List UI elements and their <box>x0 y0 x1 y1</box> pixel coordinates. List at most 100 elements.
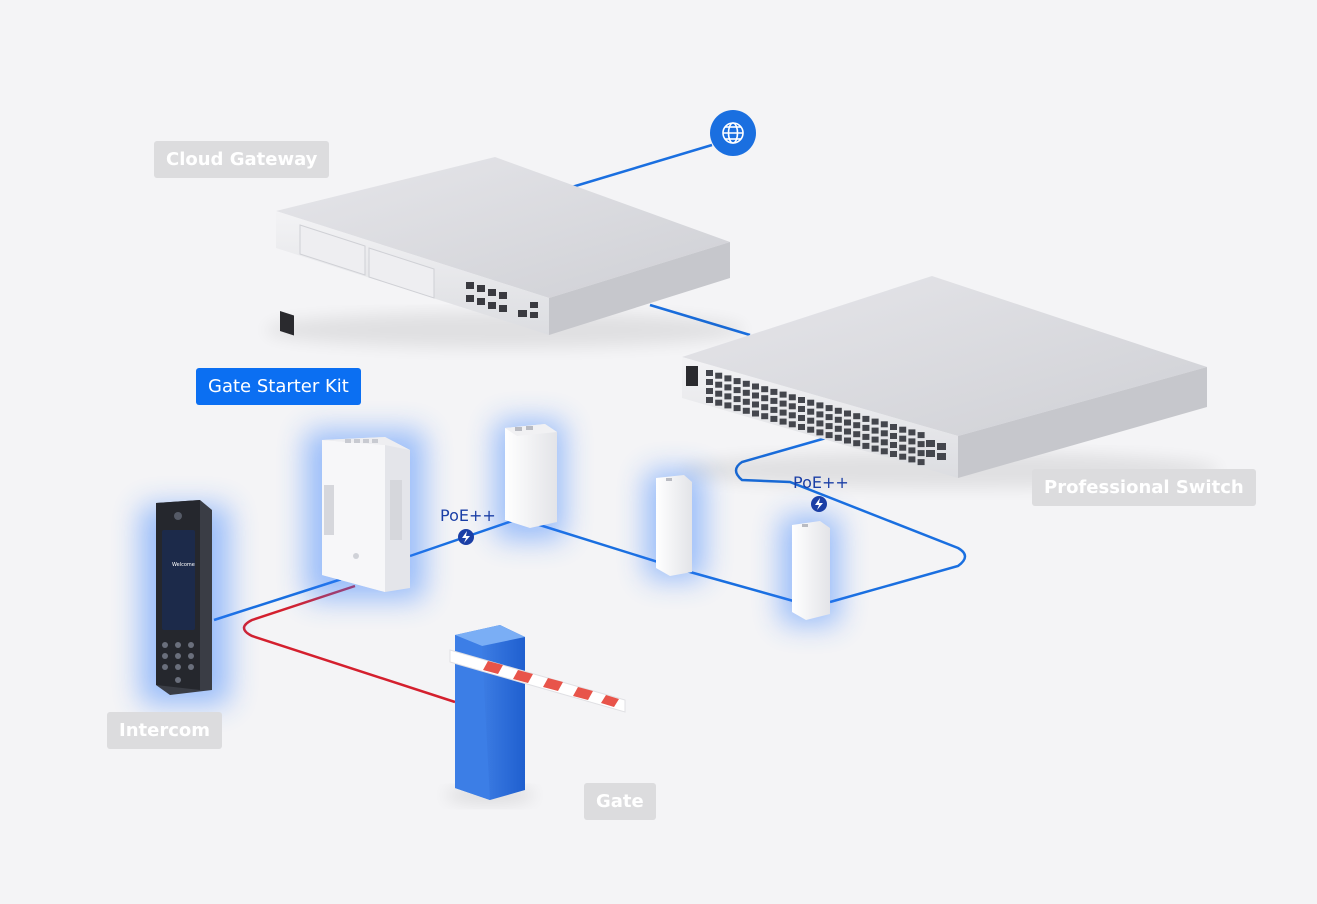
switch-port <box>834 416 842 423</box>
switch-port <box>724 393 732 400</box>
intercom-keypad <box>162 642 194 683</box>
gate-starter-kit-label[interactable]: Gate Starter Kit <box>196 368 361 405</box>
switch-port <box>880 439 888 446</box>
switch-port <box>908 456 916 463</box>
switch-port <box>779 391 787 398</box>
poe-injector-device <box>792 521 830 620</box>
switch-port <box>853 440 861 447</box>
switch-port <box>871 445 879 452</box>
switch-port <box>733 405 741 412</box>
switch-port <box>742 380 750 387</box>
switch-port <box>706 397 713 403</box>
switch-port <box>788 403 796 410</box>
switch-port <box>798 406 805 412</box>
switch-port <box>733 378 741 385</box>
switch-port <box>834 407 842 414</box>
switch-port <box>917 441 925 448</box>
switch-port <box>899 426 907 433</box>
switch-port <box>890 442 897 448</box>
switch-port <box>798 424 805 430</box>
switch-port <box>917 459 925 466</box>
switch-port <box>890 451 897 457</box>
hub-chain-link-b <box>689 570 798 604</box>
switch-port <box>724 375 732 382</box>
switch-port <box>733 396 741 403</box>
switch-port <box>770 415 778 422</box>
switch-port <box>908 447 916 454</box>
access-hub-2 <box>656 475 692 576</box>
switch-port <box>807 426 815 433</box>
access-hub-1 <box>505 424 557 528</box>
switch-port <box>761 413 769 420</box>
gate-barrier-device <box>445 625 626 803</box>
switch-port <box>779 418 787 425</box>
switch-port <box>816 411 824 418</box>
switch-port <box>770 406 778 413</box>
switch-port <box>788 412 796 419</box>
switch-sfp-port <box>926 450 935 457</box>
switch-port <box>816 402 824 409</box>
switch-port <box>715 381 723 388</box>
switch-port <box>724 402 732 409</box>
switch-port <box>853 431 861 438</box>
internet-uplink <box>561 143 713 192</box>
switch-port <box>779 409 787 416</box>
switch-port <box>844 437 851 444</box>
switch-port <box>880 448 888 455</box>
switch-port <box>844 428 851 435</box>
switch-port <box>890 424 897 430</box>
switch-sfp-port <box>937 443 946 450</box>
switch-port <box>825 432 833 439</box>
switch-port <box>706 388 713 394</box>
cloud-gateway-label: Cloud Gateway <box>154 141 330 178</box>
switch-port <box>844 410 851 417</box>
switch-port <box>752 410 759 417</box>
switch-port <box>752 401 759 408</box>
switch-sfp-port <box>926 440 935 447</box>
switch-port <box>871 436 879 443</box>
switch-port <box>770 388 778 395</box>
switch-port <box>715 390 723 397</box>
switch-port <box>862 442 870 449</box>
switch-port <box>834 425 842 432</box>
switch-port <box>742 407 750 414</box>
poe-label-left: PoE++ <box>440 506 496 525</box>
switch-port <box>862 424 870 431</box>
switch-port <box>779 400 787 407</box>
switch-port <box>816 420 824 427</box>
switch-port <box>853 422 861 429</box>
cloud-gateway-device <box>265 157 745 348</box>
gate-control-wire <box>242 584 456 704</box>
switch-port <box>825 414 833 421</box>
switch-port <box>752 392 759 399</box>
switch-port <box>871 418 879 425</box>
switch-port <box>899 435 907 442</box>
switch-port <box>917 432 925 439</box>
globe-icon <box>722 122 744 144</box>
intercom-device: Welcome <box>156 500 212 695</box>
switch-port <box>862 415 870 422</box>
switch-port <box>742 389 750 396</box>
switch-port <box>908 438 916 445</box>
switch-port <box>706 379 713 385</box>
switch-port <box>761 386 769 393</box>
lightning-icon <box>458 529 474 545</box>
switch-port <box>908 429 916 436</box>
switch-port <box>715 372 723 379</box>
switch-port <box>752 383 759 390</box>
gate-label: Gate <box>584 783 656 820</box>
switch-port <box>788 421 796 428</box>
gateway-ports <box>466 282 538 318</box>
switch-port <box>862 433 870 440</box>
switch-port <box>807 408 815 415</box>
professional-switch-device <box>680 276 1220 488</box>
switch-port <box>844 419 851 426</box>
switch-port <box>880 421 888 428</box>
switch-port <box>724 384 732 391</box>
switch-port <box>770 397 778 404</box>
switch-port <box>825 405 833 412</box>
switch-port <box>917 450 925 457</box>
switch-port <box>788 394 796 401</box>
switch-port <box>816 429 824 436</box>
